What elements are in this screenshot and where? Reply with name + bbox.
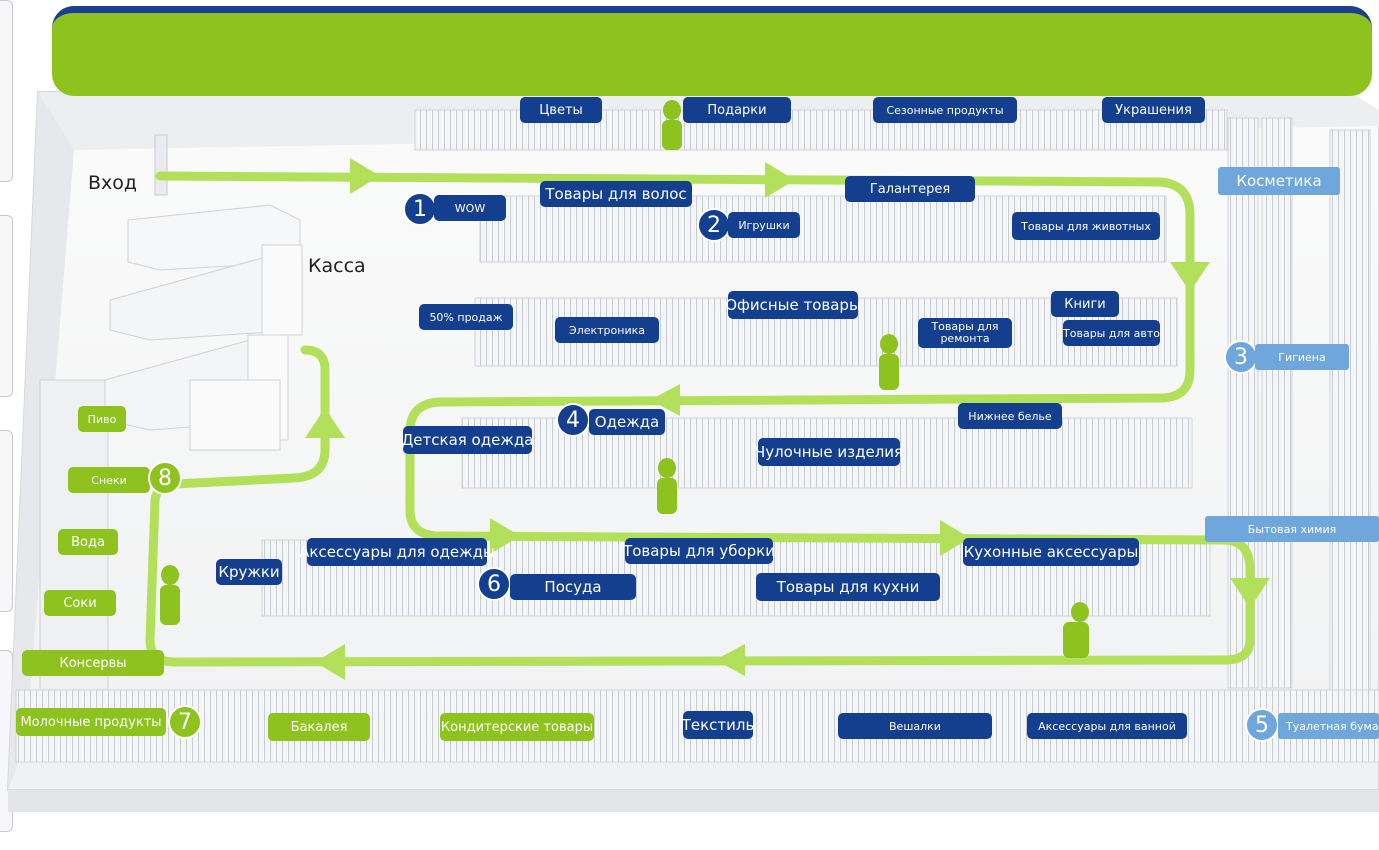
checkout-label: Касса bbox=[308, 255, 366, 277]
dept-auto: Товары для авто bbox=[1063, 320, 1160, 346]
shopper-figures bbox=[160, 100, 1089, 658]
dept-seasonal: Сезонные продукты bbox=[873, 97, 1017, 123]
dept-electronics: Электроника bbox=[555, 317, 659, 343]
marker-2: 2 bbox=[697, 208, 731, 242]
dept-hair: Товары для волос bbox=[540, 181, 692, 207]
side-tab bbox=[0, 430, 13, 612]
dept-haberdashery: Галантерея bbox=[845, 176, 975, 202]
floor-edge bbox=[8, 790, 1379, 812]
dept-clothes-acc: Аксессуары для одежды bbox=[299, 538, 495, 566]
dept-clothes: Одежда bbox=[589, 409, 665, 435]
dept-hygiene: Гигиена bbox=[1255, 344, 1349, 370]
dept-juices: Соки bbox=[44, 590, 116, 616]
marker-5: 5 bbox=[1245, 708, 1279, 742]
dept-underwear: Нижнее белье bbox=[958, 403, 1062, 429]
side-tab bbox=[0, 215, 13, 397]
side-tab bbox=[0, 0, 13, 182]
dept-toilet-paper: Туалетная бумага bbox=[1278, 713, 1379, 739]
dept-textile: Текстиль bbox=[682, 711, 754, 739]
marker-1: 1 bbox=[403, 192, 437, 226]
dept-water: Вода bbox=[58, 529, 118, 555]
dept-sale: 50% продаж bbox=[419, 304, 513, 330]
dept-flowers: Цветы bbox=[520, 97, 602, 123]
dept-hangers: Вешалки bbox=[838, 713, 992, 739]
entrance-label: Вход bbox=[88, 172, 138, 194]
dept-kitchen-acc: Кухонные аксессуары bbox=[963, 538, 1139, 566]
shelf-right-outer bbox=[1329, 129, 1371, 691]
dept-repair: Товары для ремонта bbox=[918, 318, 1012, 348]
dept-office: Офисные товары bbox=[725, 291, 861, 319]
dept-wow: WOW bbox=[434, 195, 506, 221]
marker-4: 4 bbox=[556, 403, 590, 437]
dept-canned: Консервы bbox=[22, 650, 164, 676]
dept-pets: Товары для животных bbox=[1012, 212, 1160, 240]
dept-kitchen: Товары для кухни bbox=[756, 573, 940, 601]
dept-mugs: Кружки bbox=[216, 559, 282, 585]
entrance-gate bbox=[154, 134, 168, 196]
dept-household-chem: Бытовая химия bbox=[1205, 516, 1379, 542]
dept-gifts: Подарки bbox=[683, 97, 791, 123]
dept-confectionery: Кондитерские товары bbox=[440, 713, 594, 741]
dept-cosmetics: Косметика bbox=[1218, 167, 1340, 195]
dept-kids-clothes: Детская одежда bbox=[402, 426, 533, 454]
dept-jewelry: Украшения bbox=[1102, 97, 1205, 123]
dept-bath-acc: Аксессуары для ванной bbox=[1027, 713, 1187, 739]
checkout-counters bbox=[104, 204, 303, 451]
shelf-right-middle bbox=[1261, 117, 1293, 689]
route-arrows bbox=[305, 158, 1270, 680]
dept-dishes: Посуда bbox=[510, 574, 636, 600]
dept-hosiery: Чулочные изделия bbox=[755, 438, 903, 466]
dept-toys: Игрушки bbox=[728, 212, 800, 238]
dept-dairy: Молочные продукты bbox=[16, 708, 166, 736]
customer-route bbox=[145, 171, 1255, 667]
marker-8: 8 bbox=[148, 461, 182, 495]
header-banner bbox=[52, 6, 1372, 96]
marker-6: 6 bbox=[477, 567, 511, 601]
dept-books: Книги bbox=[1051, 291, 1119, 317]
dept-cleaning: Товары для уборки bbox=[623, 538, 775, 564]
marker-3: 3 bbox=[1224, 340, 1258, 374]
shelf-top bbox=[414, 109, 1228, 151]
dept-beer: Пиво bbox=[78, 406, 126, 432]
marker-7: 7 bbox=[168, 705, 202, 739]
dept-grocery: Бакалея bbox=[268, 713, 370, 741]
dept-snacks: Снеки bbox=[68, 467, 150, 493]
